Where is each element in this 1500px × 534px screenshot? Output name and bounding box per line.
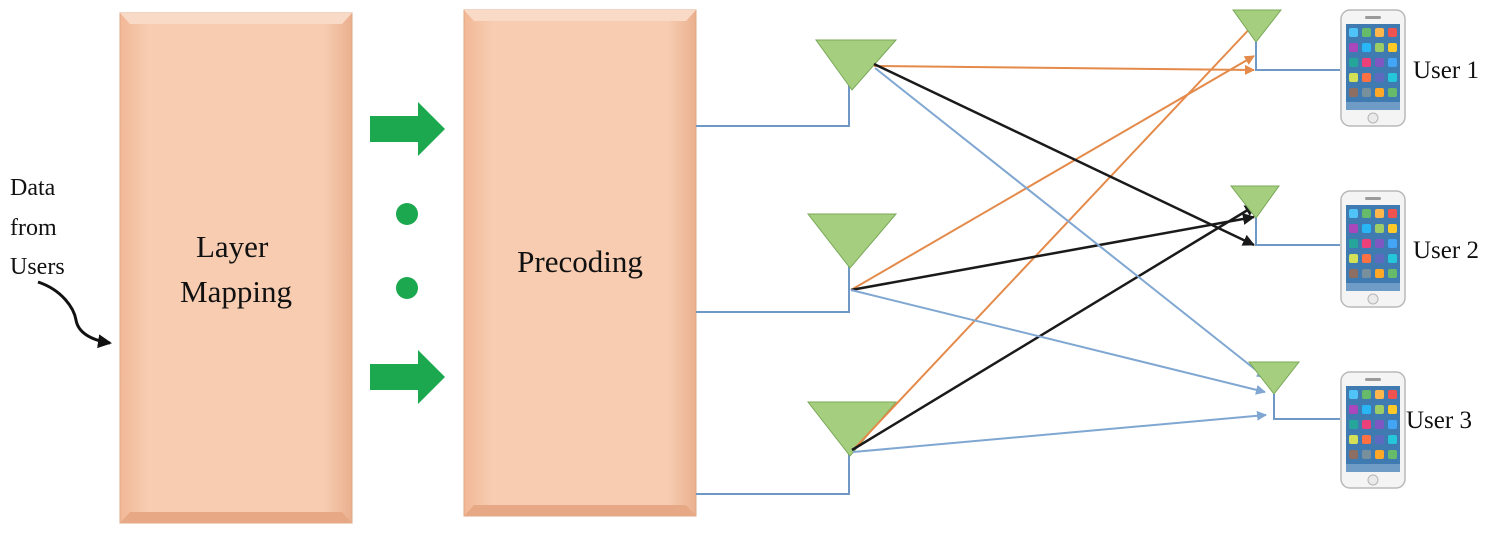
curved-arrow-icon [37, 280, 112, 349]
input-label-line: Users [10, 254, 65, 280]
input-label: Data from Users [10, 175, 65, 280]
receiver-2 [1229, 185, 1340, 246]
layer-mapping-label: Layer Mapping [180, 229, 292, 309]
layer-mapping-line: Layer [196, 229, 269, 264]
links-user-2 [850, 62, 1257, 452]
receiver-1 [1232, 9, 1340, 71]
links-user-1 [850, 21, 1257, 451]
right-arrow-icon [370, 102, 445, 156]
user-label: User 3 [1406, 407, 1472, 434]
input-label-line: from [10, 215, 57, 241]
precoding-label: Precoding [517, 244, 643, 279]
ellipsis-dot [396, 277, 418, 299]
antenna-icon [806, 401, 898, 457]
smartphone-icon [1340, 190, 1406, 308]
user-label: User 1 [1413, 57, 1479, 84]
feed-lines [696, 85, 850, 495]
antenna-icon [806, 213, 898, 269]
user-label: User 2 [1413, 237, 1479, 264]
layer-mapping-line: Mapping [180, 274, 292, 309]
layer-mapping-block: Layer Mapping [119, 12, 353, 524]
antenna-icon [815, 39, 898, 91]
ellipsis-dot [396, 203, 418, 225]
smartphone-icon [1340, 9, 1406, 127]
links-user-3 [850, 67, 1267, 453]
smartphone-icon [1340, 371, 1406, 489]
input-label-line: Data [10, 175, 56, 201]
right-arrow-icon [370, 350, 445, 404]
precoding-block: Precoding [463, 9, 697, 517]
receiver-3 [1247, 361, 1340, 420]
